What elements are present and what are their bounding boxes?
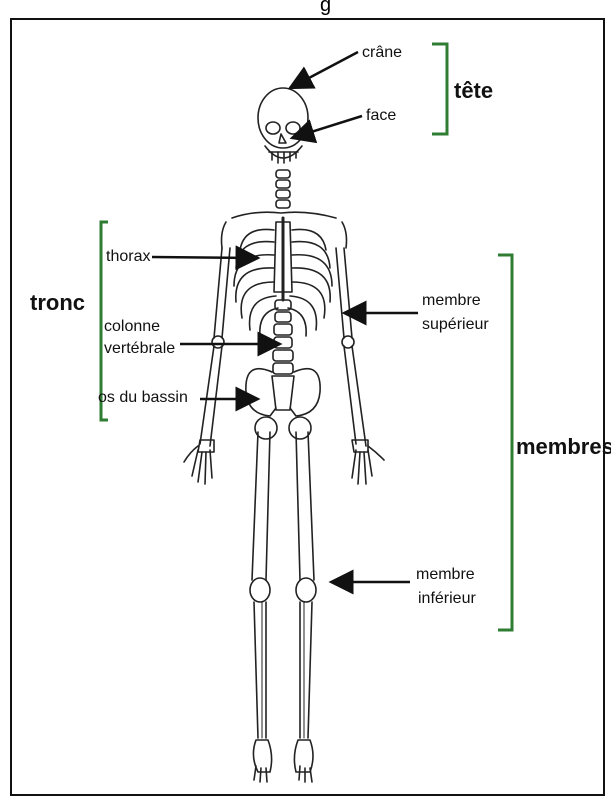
rib-cage xyxy=(234,218,332,336)
label-membres: membres xyxy=(516,434,611,460)
lumbar-spine xyxy=(273,300,293,374)
cervical-spine xyxy=(276,170,290,208)
skeleton xyxy=(184,88,384,782)
label-membre-superieur-line2: supérieur xyxy=(422,316,489,334)
right-arm xyxy=(336,248,384,484)
bracket-membres xyxy=(498,255,512,630)
bracket-tete xyxy=(432,44,447,134)
label-colonne-line1: colonne xyxy=(104,318,160,336)
skull xyxy=(258,88,308,163)
label-tete: tête xyxy=(454,78,493,104)
label-face: face xyxy=(366,107,396,125)
right-leg xyxy=(294,432,316,782)
arrow-thorax xyxy=(152,257,258,258)
label-tronc: tronc xyxy=(30,290,85,316)
label-thorax: thorax xyxy=(106,248,150,266)
left-shoulder xyxy=(222,222,227,248)
label-os-du-bassin: os du bassin xyxy=(98,389,188,407)
label-membre-inferieur-line2: inférieur xyxy=(418,590,476,608)
label-crane: crâne xyxy=(362,44,402,62)
left-arm xyxy=(184,248,230,484)
label-colonne-line2: vertébrale xyxy=(104,340,175,358)
brackets xyxy=(101,44,512,630)
label-membre-inferieur-line1: membre xyxy=(416,566,475,584)
arrow-crane xyxy=(290,52,358,88)
pelvis xyxy=(246,369,320,439)
label-membre-superieur-line1: membre xyxy=(422,292,481,310)
right-shoulder xyxy=(342,222,347,248)
left-leg xyxy=(250,432,272,782)
